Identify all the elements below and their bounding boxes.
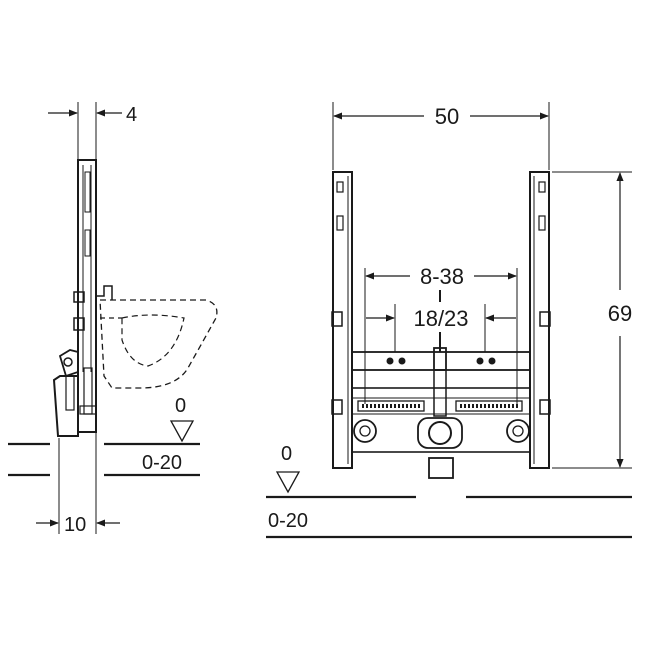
front-adjust-rail-right [455,400,523,412]
front-mount-hole-icon [398,357,406,365]
front-right-bracket [539,399,551,415]
side-bracket [73,317,85,331]
front-drain-fitting [428,421,452,445]
front-floor-level-triangle [275,471,301,494]
side-bidet-outline [99,299,218,389]
front-right-post-slot [538,215,546,231]
side-bracket [73,291,85,303]
front-supply-pipe [433,369,447,417]
front-drain-pipe [428,457,454,479]
side-connector [96,285,113,300]
front-mount-hole-icon [488,357,496,365]
front-right-fitting [506,419,530,443]
side-floor-adjust-range: 0-20 [142,452,182,474]
side-floor-level-triangle [169,420,195,443]
front-drain-housing [417,417,463,449]
front-mount-hole-icon [386,357,394,365]
side-trap-body [52,375,79,437]
front-right-post [529,171,550,469]
side-foot [79,405,97,415]
front-right-bracket [539,311,551,327]
front-left-bracket [331,399,343,415]
front-view: 50 69 8-38 18/23 [266,102,632,539]
front-left-fitting-core [359,425,371,437]
front-left-fitting [353,419,377,443]
front-left-post-slot [336,215,344,231]
side-top-dimension: 4 [126,104,137,126]
front-left-post-slot [336,181,344,193]
front-width-dimension: 50 [435,104,459,129]
side-bottom-dimension: 10 [64,514,86,536]
front-floor-level-label: 0 [281,443,292,465]
side-support-leg [83,367,93,415]
side-trap-bolt [63,357,73,367]
side-bidet-bowl [121,314,185,367]
side-trap-pipe [65,375,75,411]
front-left-bracket [331,311,343,327]
front-upper-crossbar [351,351,531,371]
front-floor-adjust-range: 0-20 [268,510,308,532]
side-frame-slot [84,229,91,257]
front-spacing-range: 8-38 [420,264,464,289]
side-frame-slot [84,171,91,213]
front-lower-frame [351,387,531,453]
front-left-post [332,171,353,469]
side-view: 4 0 0-20 10 [8,102,218,536]
front-mount-hole-icon [476,357,484,365]
side-trap-upper [58,349,79,378]
front-right-post-slot [538,181,546,193]
front-right-fitting-core [512,425,524,437]
front-fixed-spacing: 18/23 [413,306,468,331]
side-frame-post [77,159,97,433]
side-floor-level-label: 0 [175,395,186,417]
front-adjust-rail-left [357,400,425,412]
front-height-dimension: 69 [608,301,632,326]
